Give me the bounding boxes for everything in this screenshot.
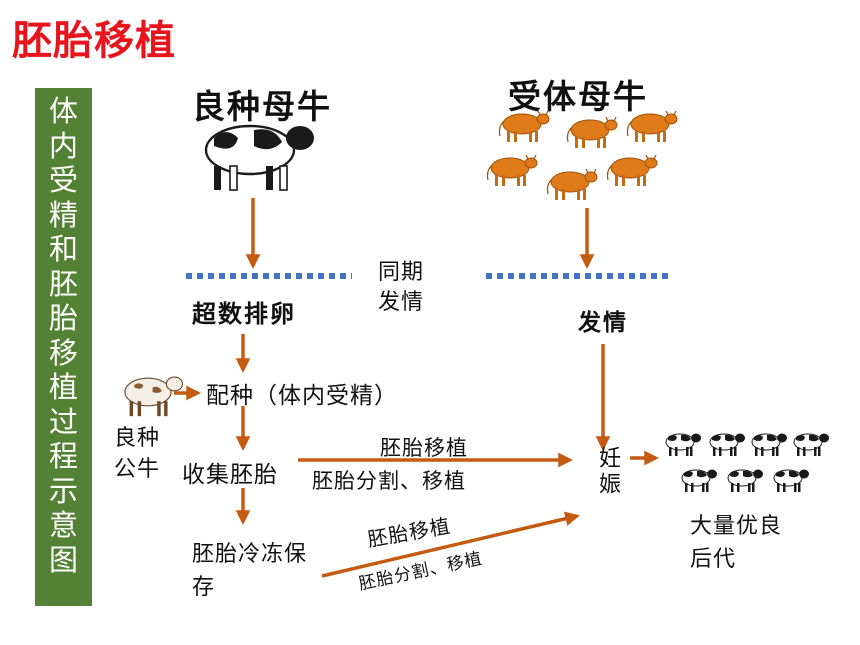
bull-image <box>124 376 184 417</box>
mating-label: 配种（体内受精） <box>206 383 398 409</box>
donor-cow-image <box>204 124 316 192</box>
donor-cow-label: 良种母牛 <box>192 87 332 126</box>
bull-label: 良种公牛 <box>114 426 161 482</box>
recipient-cows-image <box>486 110 678 201</box>
split-transfer-top-label: 胚胎分割、移植 <box>312 469 466 493</box>
page-title: 胚胎移植 <box>12 18 176 64</box>
recipient-estrus-label: 发情 <box>578 310 628 336</box>
transfer-top-label: 胚胎移植 <box>380 436 468 460</box>
sidebar-title: 体内受精和胚胎移植过程示意图 <box>48 94 78 577</box>
offspring-label: 大量优良后代 <box>690 514 783 572</box>
offspring-cows-image <box>665 433 830 493</box>
superovulation-label: 超数排卵 <box>192 300 296 328</box>
collect-embryo-label: 收集胚胎 <box>182 462 278 488</box>
recipient-cow-label: 受体母牛 <box>508 77 648 116</box>
pregnancy-label: 妊娠 <box>595 446 620 498</box>
arrow-freeze-to-pregnancy <box>321 511 580 578</box>
freeze-embryo-label: 胚胎冷冻保存 <box>192 542 308 600</box>
synchronized-estrus-label: 同期发情 <box>378 260 425 315</box>
sidebar-panel: 体内受精和胚胎移植过程示意图 <box>35 88 92 606</box>
